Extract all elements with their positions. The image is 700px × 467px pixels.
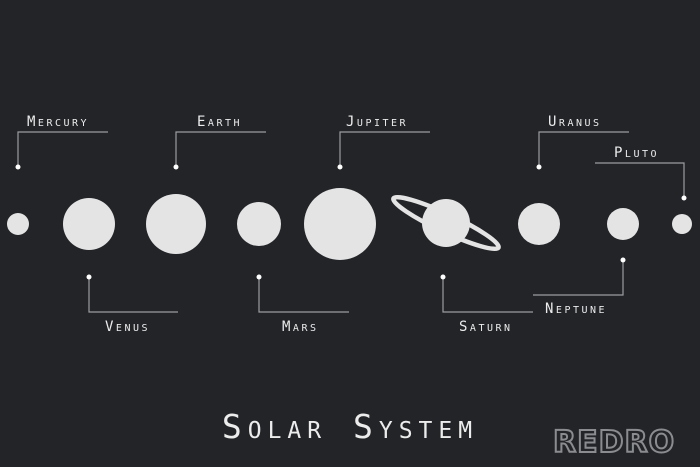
label-text: Pluto <box>614 145 659 161</box>
label-text: Venus <box>105 319 150 335</box>
leader-dot <box>337 164 343 170</box>
leader-line <box>175 131 266 167</box>
label-saturn: Saturn <box>440 274 533 335</box>
leader-dot <box>173 164 179 170</box>
leader-line <box>258 277 349 313</box>
label-text: Mercury <box>27 114 89 130</box>
label-uranus: Uranus <box>536 114 629 170</box>
leader-dot <box>536 164 542 170</box>
planet-mars <box>237 202 281 246</box>
diagram-title: Solar System <box>222 407 478 446</box>
leader-dot <box>256 274 262 280</box>
leader-line <box>595 162 685 198</box>
planet-uranus <box>518 203 560 245</box>
planet-venus <box>63 198 115 250</box>
label-pluto: Pluto <box>595 145 687 201</box>
label-jupiter: Jupiter <box>337 114 430 170</box>
label-text: Earth <box>197 114 242 130</box>
label-mars: Mars <box>256 274 349 335</box>
planet-neptune <box>607 208 639 240</box>
planet-saturn <box>391 194 501 252</box>
watermark-logo: REDRO <box>553 425 675 460</box>
label-venus: Venus <box>86 274 178 335</box>
planet-pluto <box>672 214 692 234</box>
leader-dot <box>620 257 626 263</box>
leader-line <box>442 277 533 313</box>
leader-dot <box>86 274 92 280</box>
label-neptune: Neptune <box>533 257 626 317</box>
planet-mercury <box>7 213 29 235</box>
leader-dot <box>681 195 687 201</box>
leader-line <box>533 260 624 296</box>
leader-line <box>339 131 430 167</box>
planet-jupiter <box>304 188 376 260</box>
leader-line <box>538 131 629 167</box>
label-text: Neptune <box>545 301 607 317</box>
label-text: Mars <box>282 319 319 335</box>
label-earth: Earth <box>173 114 266 170</box>
leader-dot <box>440 274 446 280</box>
label-text: Uranus <box>548 114 602 130</box>
label-mercury: Mercury <box>15 114 108 170</box>
saturn-body <box>422 199 470 247</box>
leader-line <box>17 131 108 167</box>
leader-line <box>88 277 178 313</box>
planet-earth <box>146 194 206 254</box>
leader-dot <box>15 164 21 170</box>
label-text: Saturn <box>459 319 513 335</box>
label-text: Jupiter <box>346 114 408 130</box>
